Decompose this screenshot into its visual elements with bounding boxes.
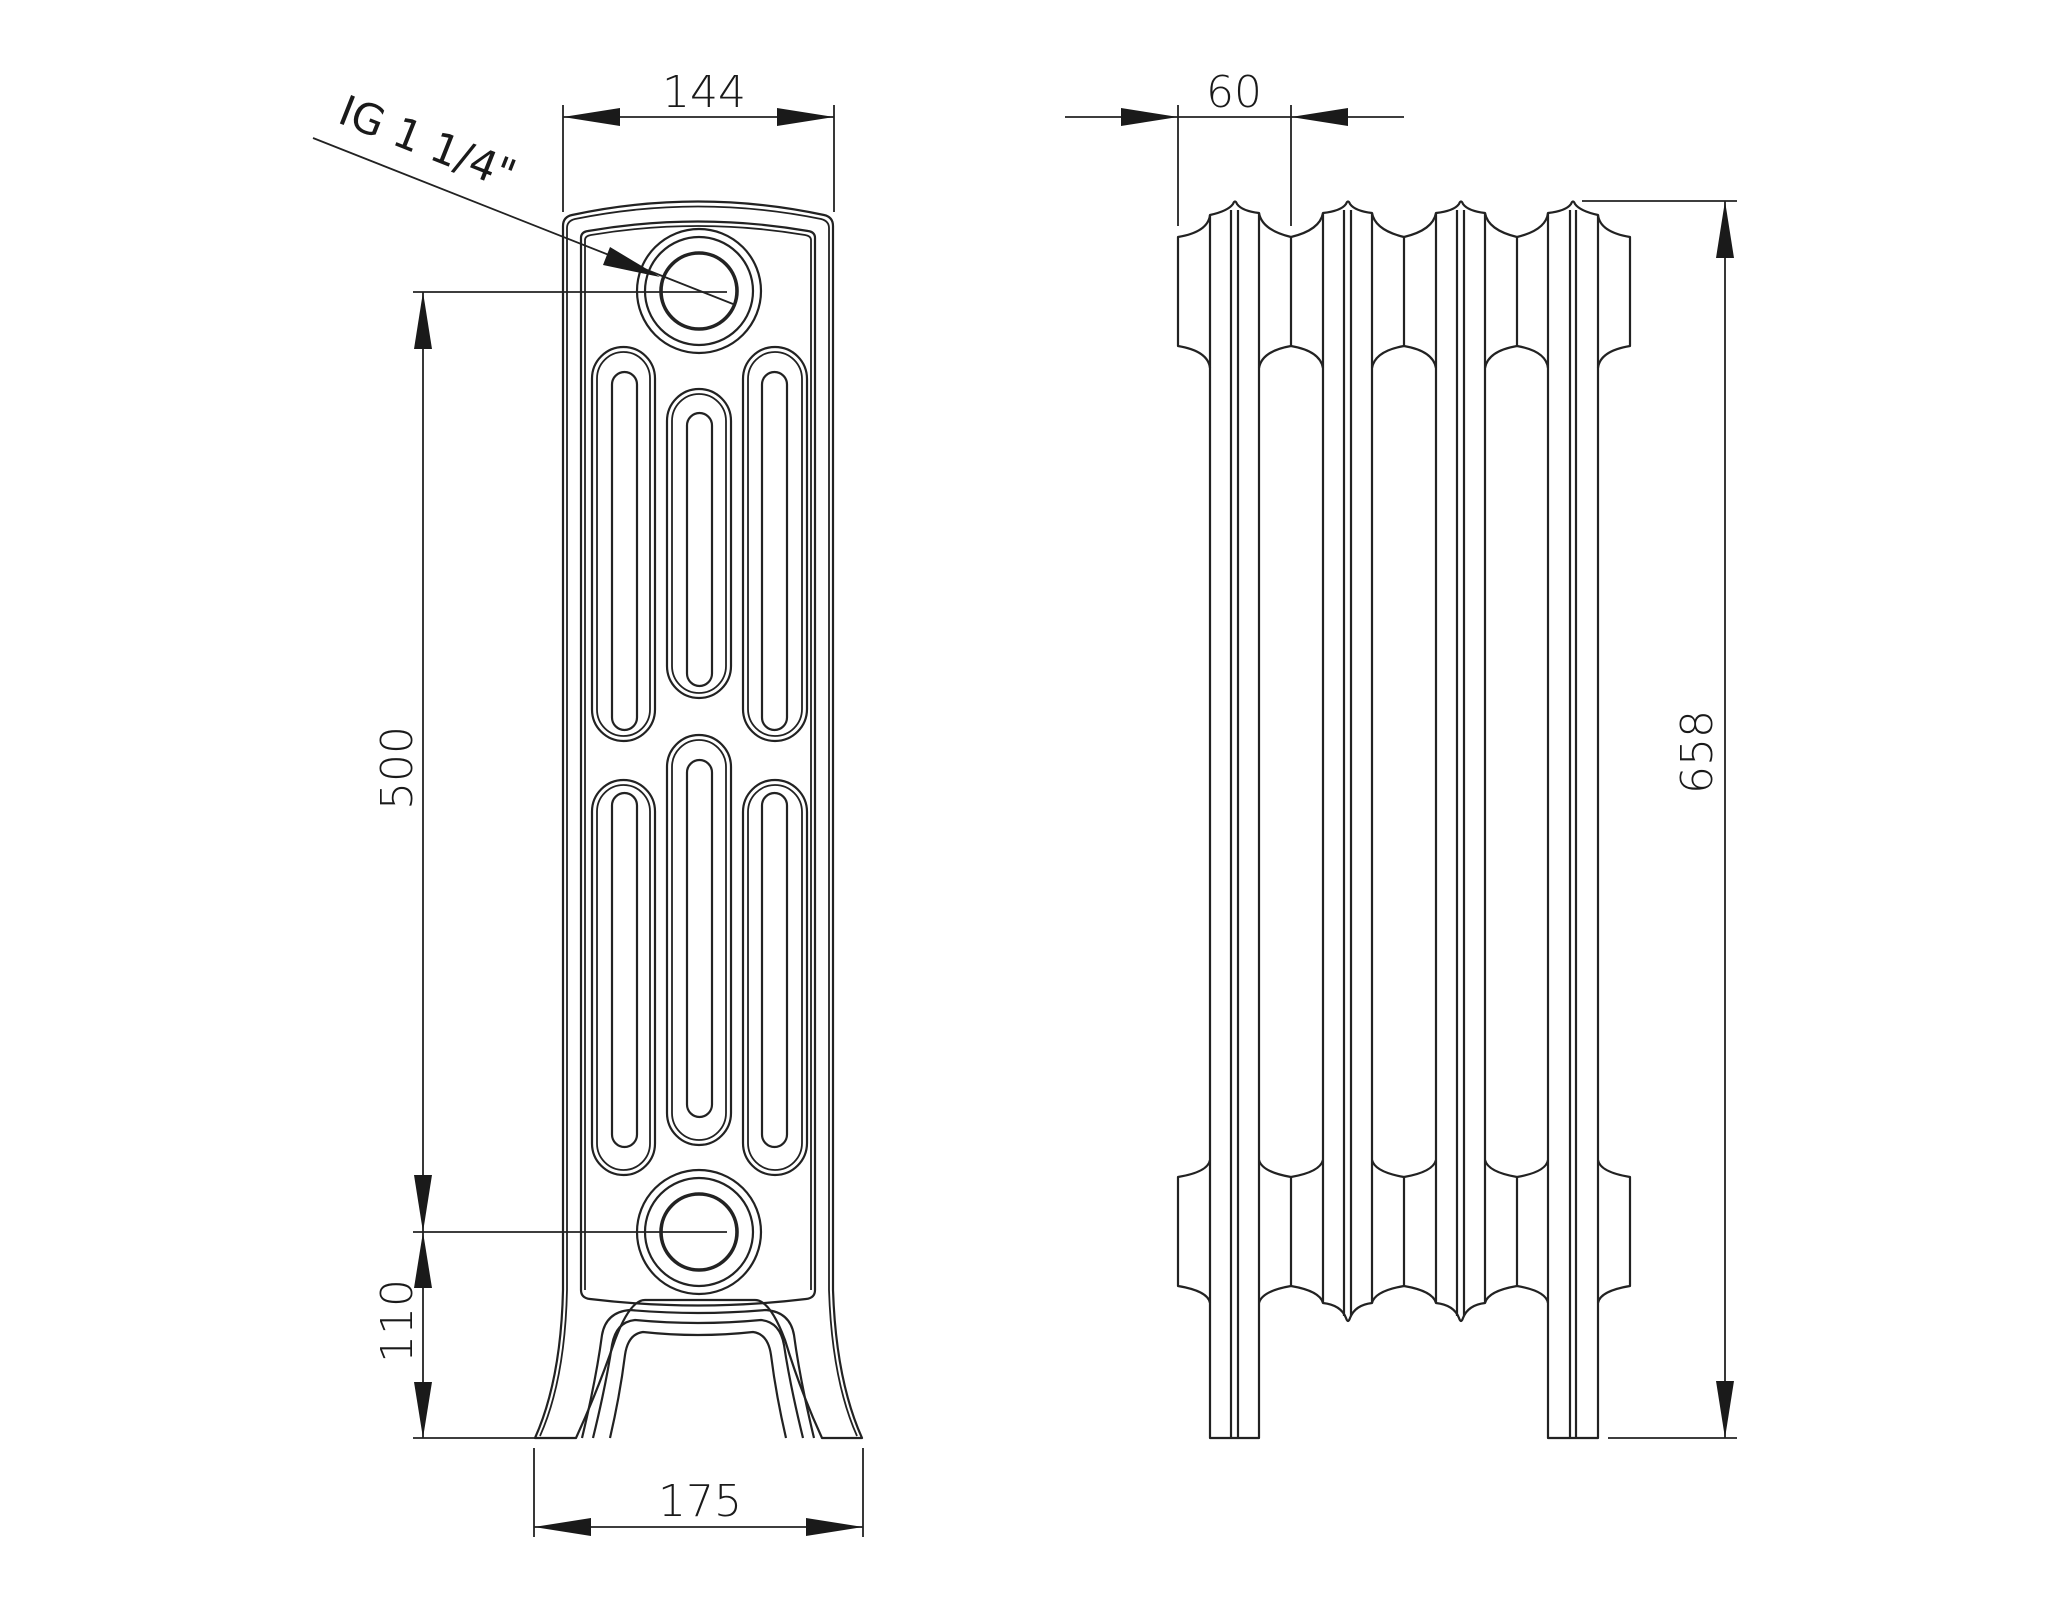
upper-hub bbox=[1176, 212, 1632, 369]
dimension-label-60: 60 bbox=[1206, 67, 1262, 118]
dimension-label-500: 500 bbox=[372, 726, 423, 810]
dimension-section-depth: 60 bbox=[1065, 67, 1404, 226]
lower-slots bbox=[590, 733, 809, 1177]
dimension-label-175: 175 bbox=[658, 1476, 742, 1527]
lower-hub bbox=[1176, 1159, 1632, 1304]
radiator-body-outline bbox=[533, 200, 864, 1440]
front-view: 144 IG 1 1/4" 500 110 bbox=[312, 67, 864, 1537]
dimension-label-658: 658 bbox=[1672, 710, 1723, 794]
dimension-overall-height: 658 bbox=[1582, 200, 1737, 1439]
section-1-with-leg bbox=[1208, 200, 1261, 1440]
section-3 bbox=[1434, 200, 1487, 1323]
section-2 bbox=[1321, 200, 1374, 1323]
side-view: 60 658 bbox=[1065, 67, 1737, 1440]
dimension-label-144: 144 bbox=[662, 67, 746, 118]
dimension-bottom-width: 175 bbox=[533, 1448, 864, 1537]
radiator-base-arch bbox=[580, 1308, 816, 1439]
connection-leader: IG 1 1/4" bbox=[312, 86, 734, 305]
dimension-top-width: 144 bbox=[562, 67, 835, 212]
dimension-connection-spacing: 500 bbox=[372, 292, 432, 1232]
dimension-base-to-connection: 110 bbox=[372, 1232, 432, 1438]
radiator-inner-panel bbox=[579, 220, 817, 1307]
upper-slots bbox=[590, 345, 809, 743]
section-4-with-leg bbox=[1546, 200, 1600, 1440]
top-connection bbox=[635, 227, 763, 355]
dimension-label-110: 110 bbox=[372, 1279, 423, 1363]
